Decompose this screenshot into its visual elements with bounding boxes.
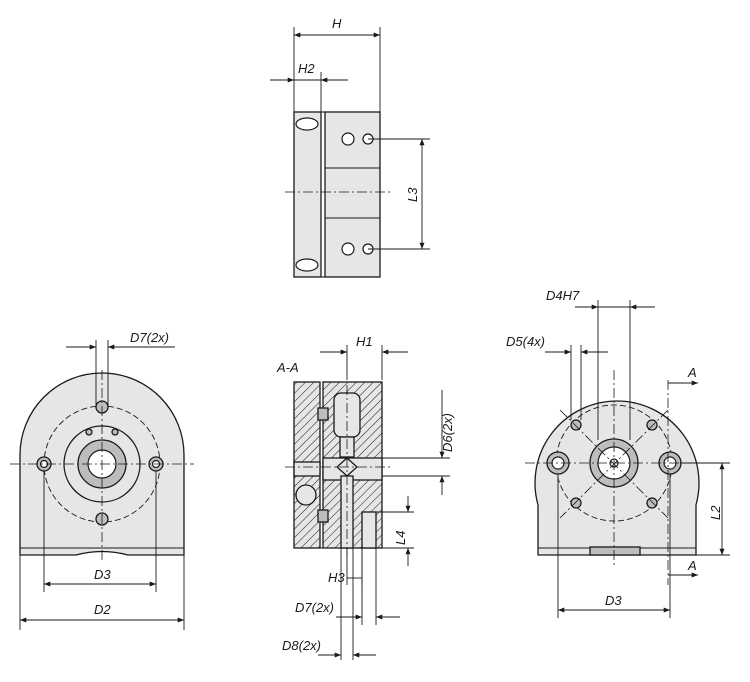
label-H: H bbox=[332, 16, 342, 31]
label-D6: D6(2x) bbox=[440, 413, 455, 452]
label-D5: D5(4x) bbox=[506, 334, 545, 349]
label-D2: D2 bbox=[94, 602, 111, 617]
section-view: A-A H1 D6(2x) L4 bbox=[276, 334, 455, 660]
label-D7-lower: D7(2x) bbox=[295, 600, 334, 615]
label-H3: H3 bbox=[328, 570, 345, 585]
label-A-top: A bbox=[687, 365, 697, 380]
label-L4: L4 bbox=[393, 531, 408, 545]
label-H1: H1 bbox=[356, 334, 373, 349]
front-view: D7(2x) D3 D2 bbox=[10, 330, 194, 630]
label-D3-rear: D3 bbox=[605, 593, 622, 608]
label-D3: D3 bbox=[94, 567, 111, 582]
label-L3: L3 bbox=[405, 187, 420, 202]
label-D8: D8(2x) bbox=[282, 638, 321, 653]
label-H2: H2 bbox=[298, 61, 315, 76]
label-D7: D7(2x) bbox=[130, 330, 169, 345]
label-section-AA: A-A bbox=[276, 360, 299, 375]
label-L2: L2 bbox=[708, 505, 723, 520]
rear-view: D4H7 D5(4x) A A L2 D3 bbox=[506, 288, 730, 618]
label-A-bottom: A bbox=[687, 558, 697, 573]
label-D4H7: D4H7 bbox=[546, 288, 580, 303]
top-view: H H2 L3 bbox=[270, 16, 430, 278]
